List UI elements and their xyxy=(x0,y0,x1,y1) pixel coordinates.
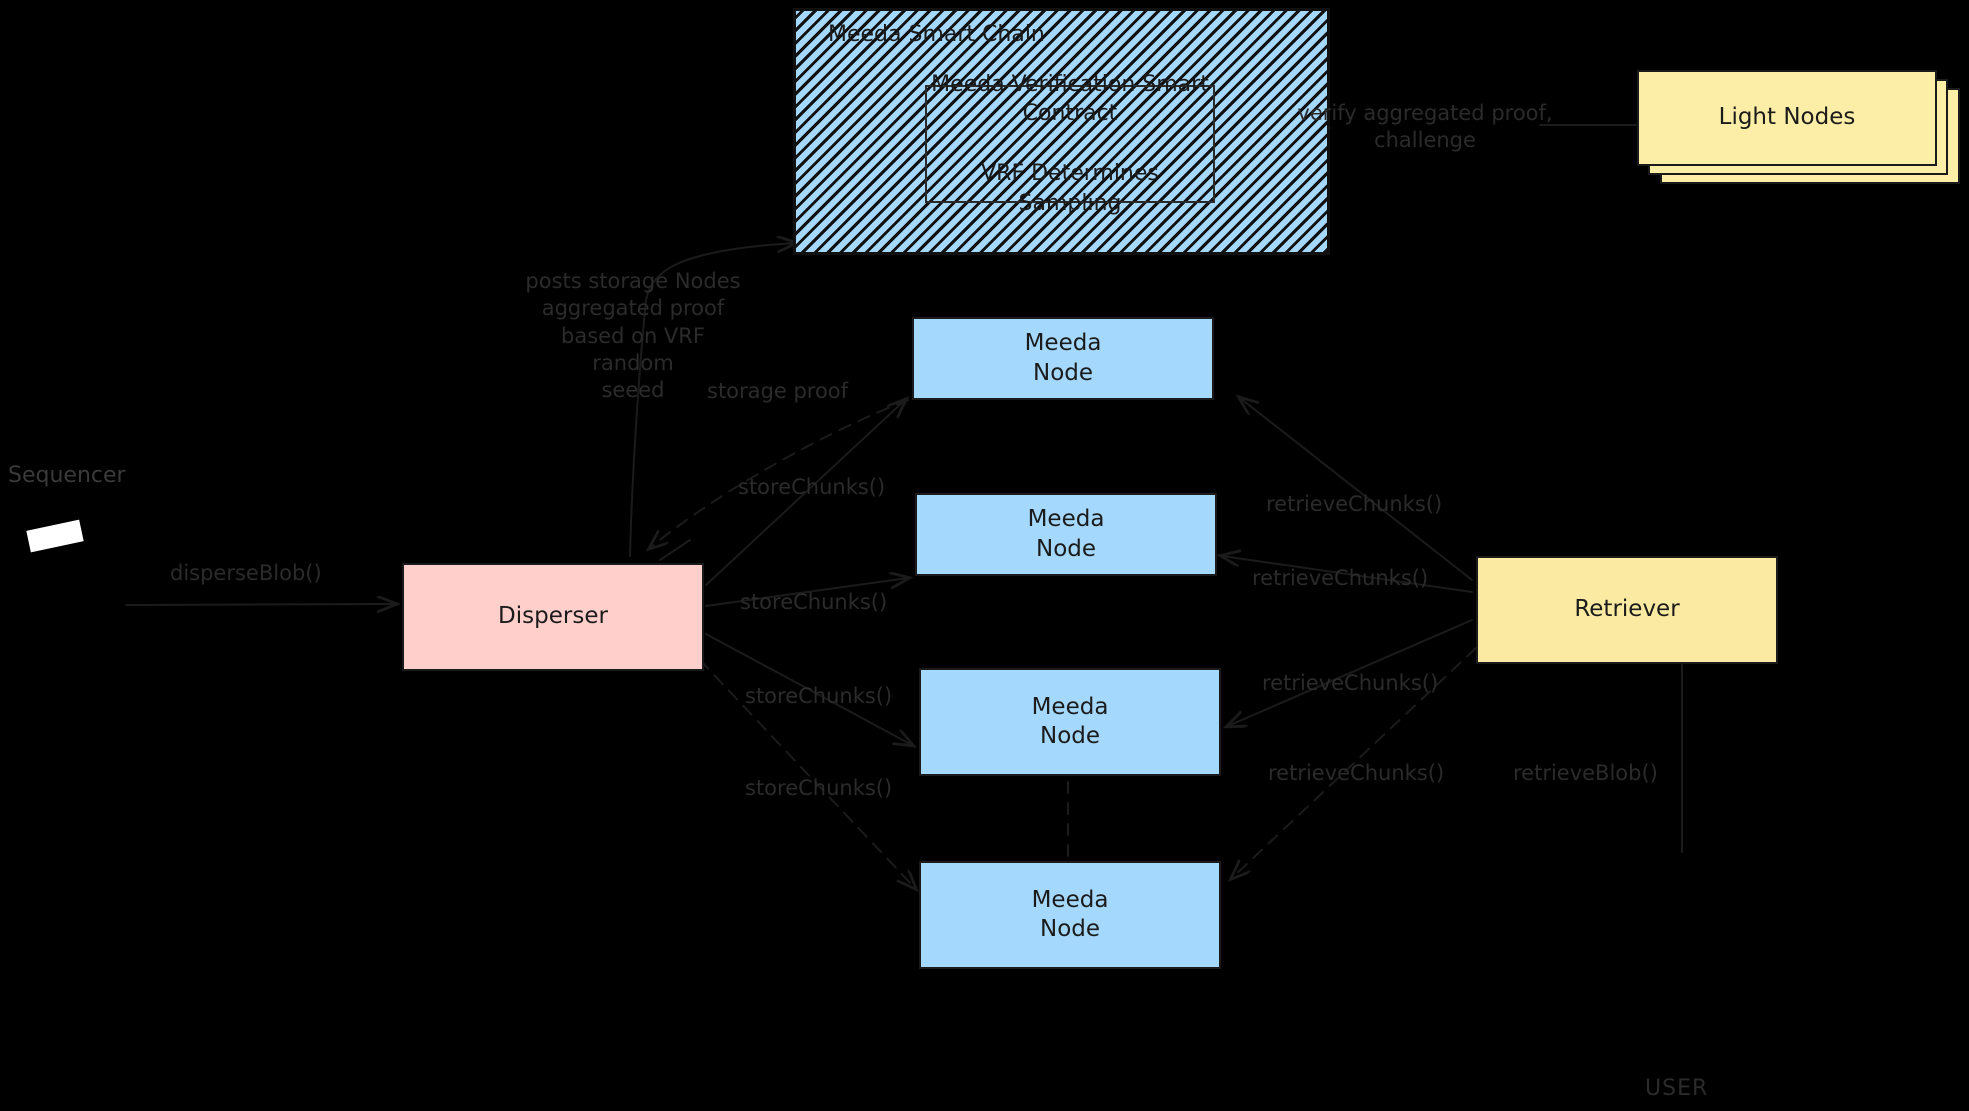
edge-store-chunks-3 xyxy=(705,633,912,745)
user-label: USER xyxy=(1645,1076,1709,1101)
edge-retrieve-chunks-4 xyxy=(1232,647,1477,878)
meeda-node-4[interactable]: Meeda Node xyxy=(919,861,1221,969)
meeda-node-3[interactable]: Meeda Node xyxy=(919,668,1221,776)
smart-chain-title: Meeda Smart Chain xyxy=(828,22,1045,47)
edge-store-chunks-1 xyxy=(705,400,905,586)
edge-storage-proof xyxy=(650,399,909,548)
edge-retrieve-chunks-1 xyxy=(1240,398,1473,581)
edge-chain-stub xyxy=(659,539,691,561)
retriever-box[interactable]: Retriever xyxy=(1476,556,1778,664)
meeda-verification-smart-contract: Meeda Verification Smart Contract VRF De… xyxy=(925,72,1215,216)
edge-disperse-blob xyxy=(125,604,395,605)
edge-store-chunks-2 xyxy=(705,578,908,607)
meeda-node-1[interactable]: Meeda Node xyxy=(912,317,1214,400)
edge-posts-proof xyxy=(629,243,795,557)
disperser-box[interactable]: Disperser xyxy=(402,563,704,671)
light-nodes-box[interactable]: Light Nodes xyxy=(1637,70,1937,166)
meeda-node-2[interactable]: Meeda Node xyxy=(915,493,1217,576)
sequencer-label: Sequencer xyxy=(8,463,126,488)
edge-retrieve-chunks-2 xyxy=(1222,556,1473,593)
edge-store-chunks-4 xyxy=(699,659,915,888)
edge-retrieve-chunks-3 xyxy=(1228,619,1473,726)
